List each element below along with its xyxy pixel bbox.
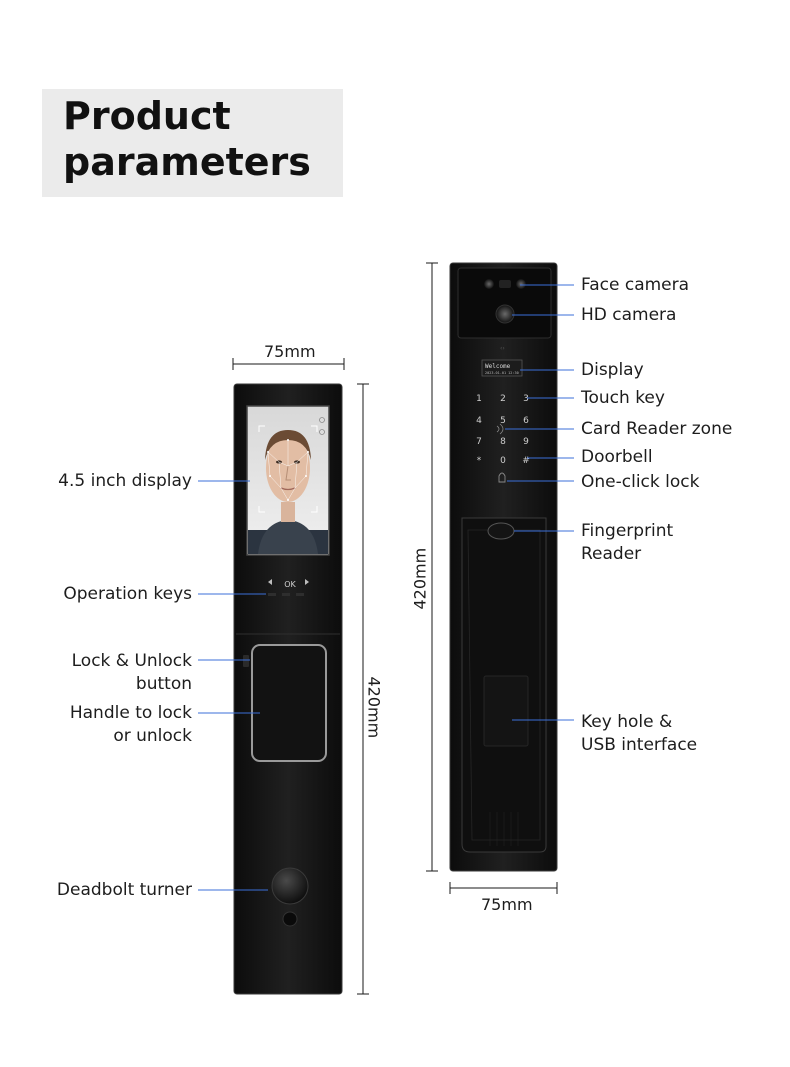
label-handle: Handle to lock or unlock — [70, 702, 192, 748]
label-lock-unlock-line1: Lock & Unlock — [71, 651, 192, 671]
label-fingerprint-line2: Reader — [581, 544, 642, 564]
camera-module — [457, 267, 552, 339]
operation-keys: OK — [268, 579, 309, 596]
hd-camera-lens — [495, 304, 515, 324]
right-arrow-icon — [305, 579, 309, 585]
label-one-click: One-click lock — [581, 472, 700, 492]
key-hash: # — [522, 456, 530, 466]
touch-keypad: 1 2 3 4 5 6 7 8 9 * 0 # — [476, 394, 530, 466]
right-callout-lines — [505, 284, 574, 721]
ok-key-label: OK — [284, 580, 296, 589]
key-7: 7 — [476, 437, 482, 447]
left-dimension-lines — [232, 358, 369, 995]
left-callout-lines — [198, 480, 268, 891]
deadbolt-turner — [271, 867, 309, 905]
label-card-reader: Card Reader zone — [581, 419, 733, 439]
key-5: 5 — [500, 416, 506, 426]
left-lock-device: OK — [233, 383, 343, 995]
fingerprint-reader — [487, 522, 515, 540]
one-click-lock-icon — [498, 472, 506, 483]
key-8: 8 — [500, 437, 506, 447]
title-box: Product parameters — [42, 89, 343, 197]
label-face-camera: Face camera — [581, 275, 690, 295]
key-6: 6 — [523, 416, 529, 426]
label-keyhole: Key hole & USB interface — [581, 711, 697, 757]
left-height-label: 420mm — [364, 676, 384, 739]
label-deadbolt: Deadbolt turner — [56, 880, 192, 900]
label-handle-line2: or unlock — [113, 726, 192, 746]
label-display: 4.5 inch display — [58, 471, 192, 491]
label-fingerprint-line1: Fingerprint — [581, 521, 674, 541]
face-camera-lens — [484, 279, 494, 289]
label-fingerprint: Fingerprint Reader — [581, 520, 673, 566]
left-handle — [251, 644, 327, 762]
label-lock-unlock: Lock & Unlock button — [72, 650, 192, 696]
left-width-label: 75mm — [264, 342, 316, 361]
key-2: 2 — [500, 394, 506, 404]
right-height-label: 420mm — [410, 547, 430, 610]
lock-unlock-button — [243, 655, 249, 667]
display-welcome-text: Welcome — [485, 363, 511, 370]
label-keyhole-line1: Key hole & — [581, 712, 673, 732]
key-3: 3 — [523, 394, 529, 404]
face-image — [248, 417, 328, 554]
label-operation-keys: Operation keys — [63, 584, 192, 604]
key-1: 1 — [476, 394, 482, 404]
page-title: Product parameters — [63, 93, 311, 185]
title-line-2: parameters — [63, 140, 311, 184]
card-reader-icon — [496, 423, 504, 435]
label-touch-key: Touch key — [581, 388, 665, 408]
key-4: 4 — [476, 416, 482, 426]
keyhole-left — [282, 911, 298, 927]
right-width-label: 75mm — [481, 895, 533, 914]
right-lock-device: ‹› Welcome 2023-01-01 12:30 1 2 3 4 5 6 … — [449, 262, 558, 872]
keyhole-cover — [483, 675, 529, 747]
display-date-text: 2023-01-01 12:30 — [485, 371, 519, 375]
label-handle-line1: Handle to lock — [69, 703, 192, 723]
small-display — [481, 359, 523, 377]
right-dimension-lines — [426, 262, 558, 894]
label-lock-unlock-line2: button — [135, 674, 192, 694]
key-star: * — [477, 456, 482, 466]
label-right-display: Display — [581, 360, 644, 380]
left-arrow-icon — [268, 579, 272, 585]
face-camera-lens-2 — [516, 279, 526, 289]
label-keyhole-line2: USB interface — [581, 735, 698, 755]
label-hd-camera: HD camera — [581, 305, 677, 325]
key-9: 9 — [523, 437, 529, 447]
title-line-1: Product — [63, 94, 231, 138]
svg-text:‹›: ‹› — [500, 345, 505, 352]
label-doorbell: Doorbell — [581, 447, 653, 467]
key-0: 0 — [500, 456, 506, 466]
